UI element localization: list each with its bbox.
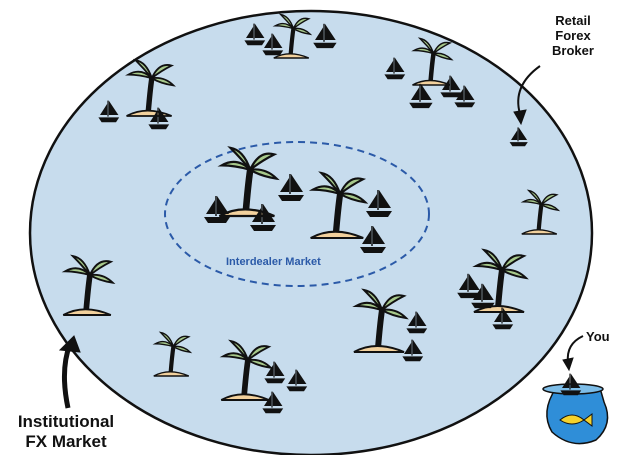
you-label: You — [586, 329, 610, 344]
fishbowl-icon — [542, 373, 609, 445]
institutional-label-line: FX Market — [25, 431, 107, 451]
retail-broker-label: Retail Forex Broker — [538, 13, 608, 59]
institutional-market-label: Institutional FX Market — [2, 412, 130, 451]
interdealer-market-label: Interdealer Market — [226, 256, 321, 268]
retail-label-line: Forex — [555, 27, 591, 43]
arrow-icon — [58, 65, 584, 409]
interdealer-market-boundary — [164, 141, 430, 287]
retail-label-line: Broker — [552, 42, 594, 58]
institutional-market-ocean — [28, 9, 594, 455]
retail-label-line: Retail — [555, 13, 591, 28]
institutional-label-line: Institutional — [17, 412, 115, 431]
